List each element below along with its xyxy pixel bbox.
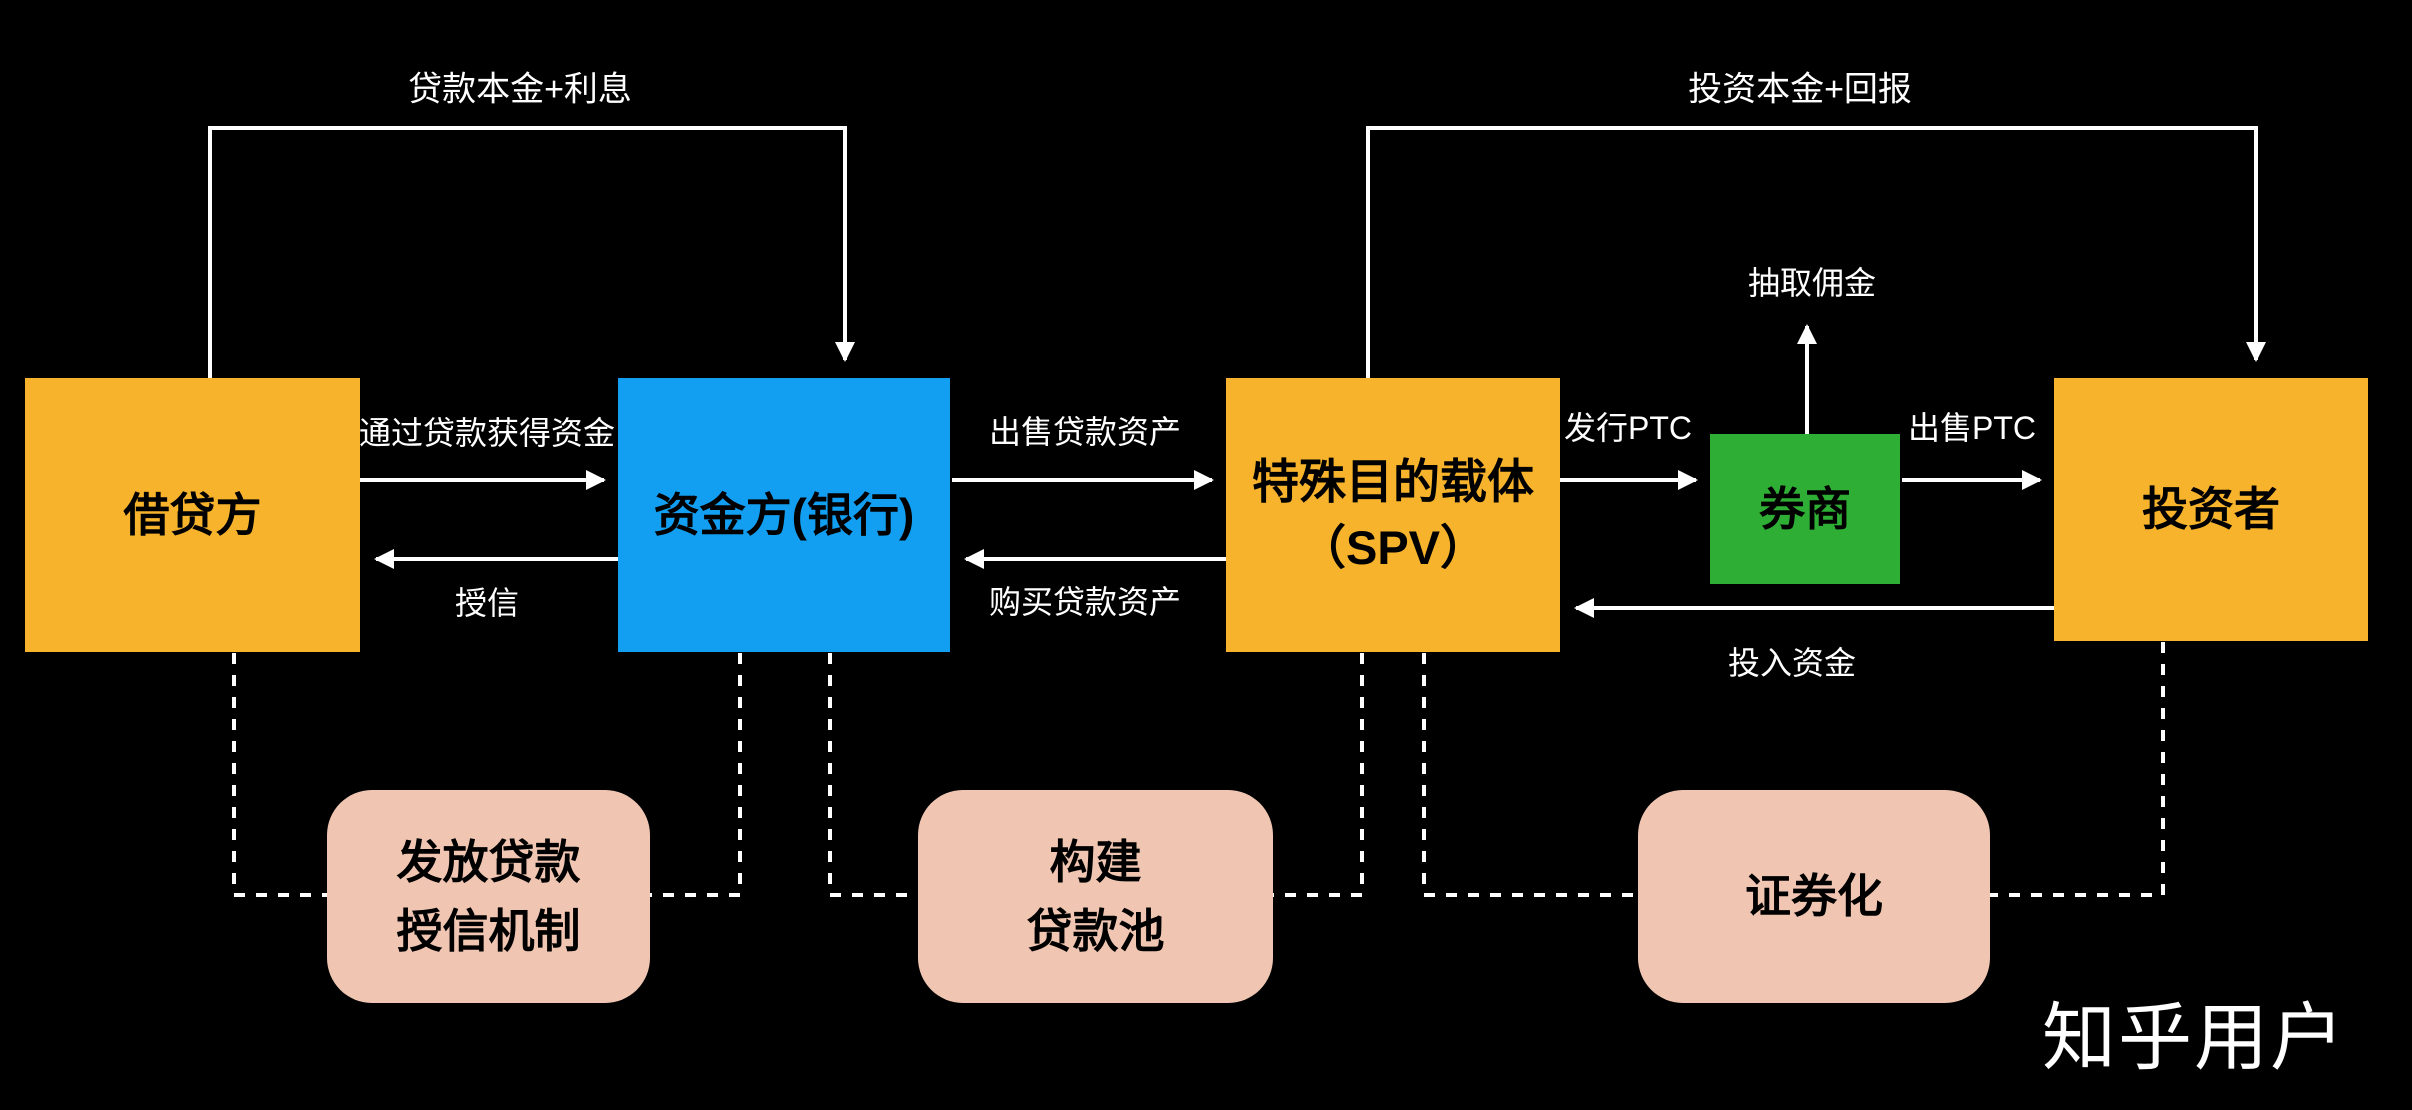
node-spv-label-line2: （SPV） xyxy=(1298,521,1488,574)
zhihu-user-watermark: 知乎用户 xyxy=(2042,996,2346,1079)
edge-label-sell-loan-assets: 出售贷款资产 xyxy=(988,414,1182,450)
node-broker: 券商 xyxy=(1710,434,1900,584)
note-2-line1: 构建 xyxy=(1049,835,1142,888)
dashed-spv-to-note2 xyxy=(1273,653,1364,897)
edge-label-loan-repayment: 贷款本金+利息 xyxy=(408,70,632,109)
note-1-line2: 授信机制 xyxy=(396,904,581,957)
dashed-borrower-to-note1 xyxy=(232,653,327,897)
node-spv: 特殊目的载体 （SPV） xyxy=(1226,378,1560,652)
node-investor: 投资者 xyxy=(2054,378,2368,641)
node-borrower-label: 借贷方 xyxy=(123,488,262,541)
node-spv-label-line1: 特殊目的载体 xyxy=(1252,455,1534,509)
node-investor-label: 投资者 xyxy=(2142,483,2280,536)
node-broker-label: 券商 xyxy=(1759,482,1851,535)
dashed-investor-to-note3 xyxy=(1990,642,2165,897)
edge-label-credit: 授信 xyxy=(454,585,520,621)
arrow-loan-repayment xyxy=(208,126,855,378)
note-loan-issuing-credit-mechanism: 发放贷款 授信机制 xyxy=(327,790,650,1003)
edge-label-buy-loan-assets: 购买贷款资产 xyxy=(988,584,1182,620)
note-1-line1: 发放贷款 xyxy=(396,835,581,888)
edge-label-loan-funding: 通过贷款获得资金 xyxy=(358,415,616,451)
node-funder-bank-label: 资金方(银行) xyxy=(653,488,915,541)
node-borrower: 借贷方 xyxy=(25,378,360,652)
note-build-loan-pool: 构建 贷款池 xyxy=(918,790,1273,1003)
dashed-spv-to-note3 xyxy=(1422,653,1638,897)
dashed-funder-to-note2 xyxy=(828,653,918,897)
note-3-line1: 证券化 xyxy=(1745,870,1883,922)
note-securitization: 证券化 xyxy=(1638,790,1990,1003)
arrow-investment-return xyxy=(1366,126,2266,378)
dashed-funder-to-note1 xyxy=(650,653,742,897)
node-funder-bank: 资金方(银行) xyxy=(618,378,950,652)
edge-label-invest-funds: 投入资金 xyxy=(1727,645,1857,681)
edge-label-issue-ptc: 发行PTC xyxy=(1563,410,1693,446)
note-2-line2: 贷款池 xyxy=(1026,904,1165,957)
edge-label-sell-ptc: 出售PTC xyxy=(1907,410,2037,446)
edge-label-commission: 抽取佣金 xyxy=(1747,265,1877,301)
edge-label-investment-return: 投资本金+回报 xyxy=(1688,70,1912,109)
